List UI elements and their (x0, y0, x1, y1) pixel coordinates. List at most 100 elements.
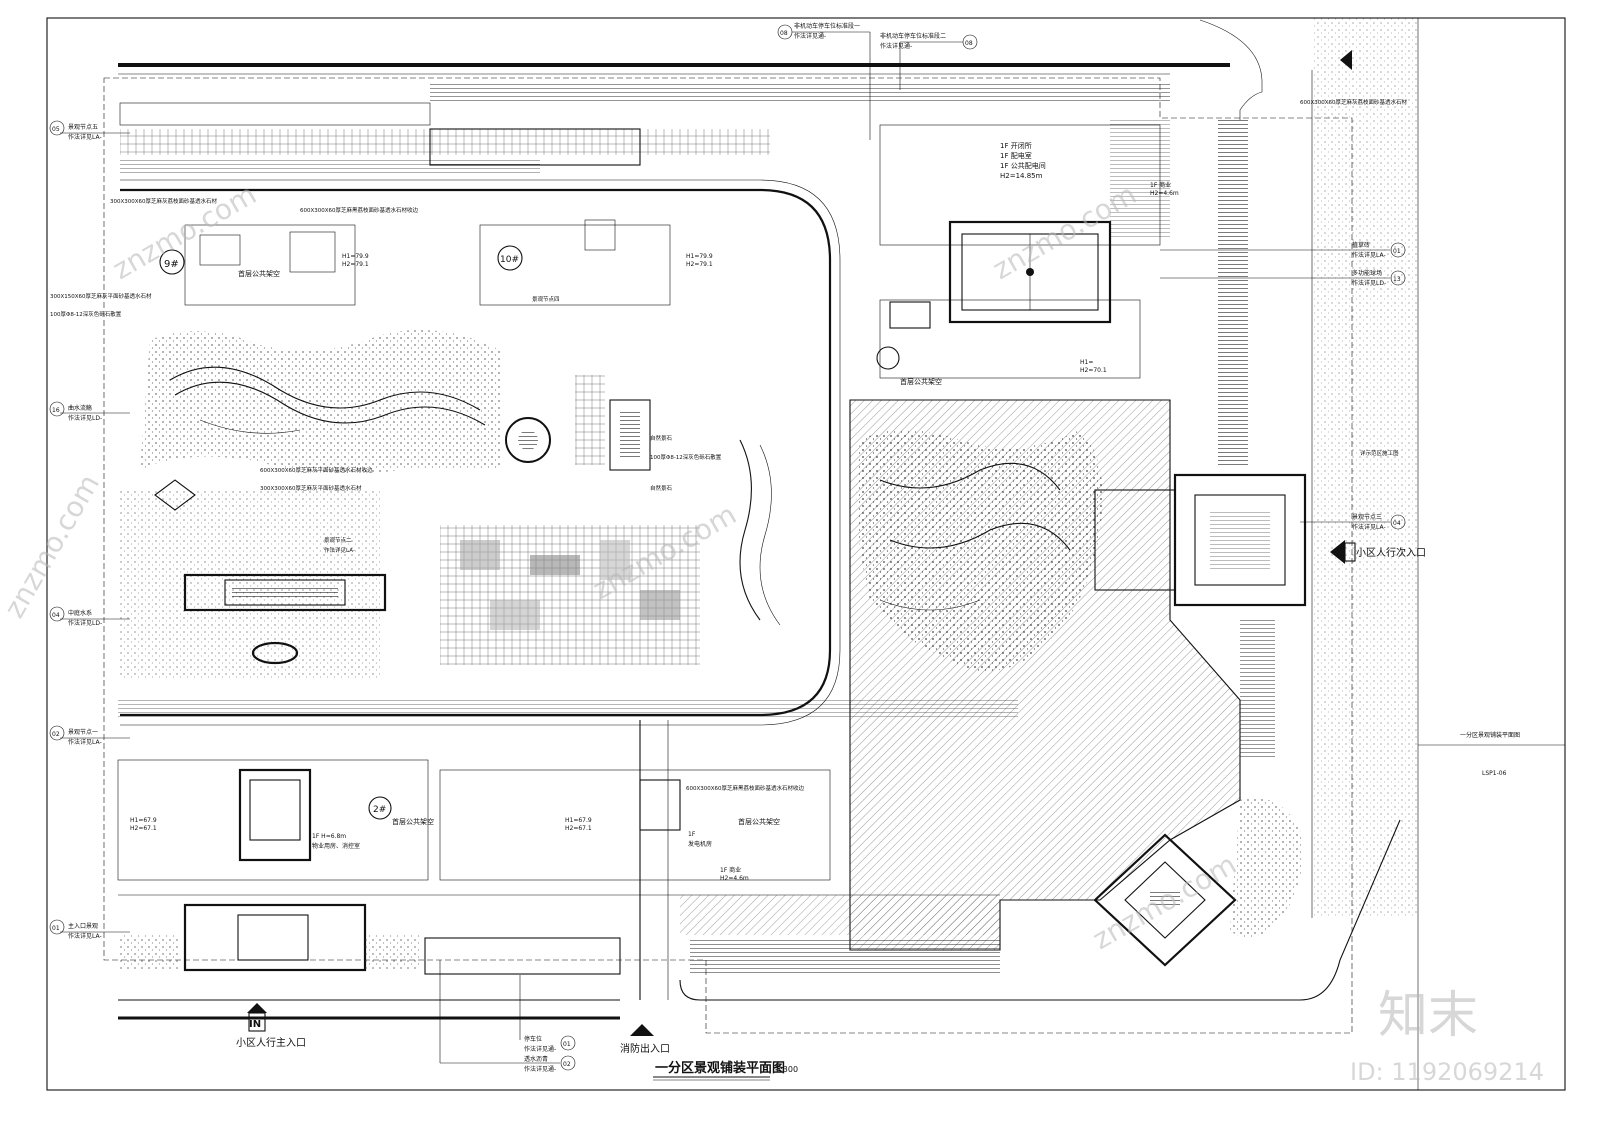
left-label-7: 景观节点一 (68, 728, 98, 736)
left-label-3: 曲水流觞 (68, 404, 92, 412)
club-l1: 1F 开闭所 (1000, 141, 1032, 150)
material-note-6: 100厚Φ8-12深灰色砾石散置 (650, 453, 722, 461)
right-label-2: 作法详见LA- (1352, 251, 1386, 259)
main-entry-label: 小区人行主入口 (236, 1036, 306, 1049)
building-2 (117, 759, 429, 881)
sheet-border (46, 17, 1566, 1091)
left-label-9: 主入口景观 (68, 922, 98, 930)
club-l4: H2=14.85m (1000, 172, 1043, 180)
top-label-4: 作法详见通- (880, 42, 912, 50)
building-2-room: 1F H=6.8m (312, 833, 346, 840)
top-code-1: 08 (780, 30, 788, 37)
fire-entry-arrow (630, 1024, 654, 1036)
left-label-10: 作法详见LA- (68, 932, 102, 940)
south-road-band (118, 700, 1018, 718)
material-note-5: 100厚Φ8-12深灰色砾石散置 (50, 310, 122, 318)
secondary-entry-mark (1344, 542, 1356, 562)
east-road (1312, 18, 1418, 918)
building-10-h2: H2=79.1 (686, 261, 713, 268)
top-label-1: 非机动车停车位标准段一 (794, 22, 860, 30)
material-note-10: 自然景石 (650, 484, 673, 492)
right-label-1: 植草砖 (1352, 241, 1370, 249)
building-9-h1: H1=79.9 (342, 253, 369, 260)
watermark-logo: 知末 (1378, 986, 1478, 1044)
secondary-entry-arrow (1330, 540, 1345, 564)
north-parking (119, 82, 1170, 240)
bottom-label-2: 作法详见通- (524, 1045, 556, 1053)
building-9-no: 9# (164, 259, 179, 270)
building-2-h1: H1=67.9 (130, 817, 157, 824)
material-note-7: 600X300X60厚芝麻灰平面砂基透水石材收边 (260, 466, 373, 474)
pixel-lawn (440, 525, 700, 665)
material-note-9: 自然景石 (650, 434, 673, 442)
callout-code-5: 01 (52, 925, 60, 932)
bottom-label-1: 停车位 (524, 1035, 542, 1043)
right-label-4: 作法详见LD- (1352, 279, 1386, 287)
club-block (879, 124, 1161, 246)
building-2-no: 2# (373, 805, 386, 815)
material-note-1: 600X300X60厚芝麻灰荔枝面砂基透水石材 (1300, 98, 1408, 106)
bottom-code-2: 02 (563, 1061, 571, 1068)
material-note-12: 详示范区施工图 (1360, 449, 1399, 457)
building-3-room: 1F (688, 831, 696, 838)
drawing-scale: 1:300 (775, 1065, 798, 1074)
north-arrow (1340, 50, 1352, 70)
material-note-14: 景观节点二 (324, 536, 352, 544)
east-parking-strip (1218, 120, 1275, 760)
round-plaza (505, 417, 551, 463)
building-2-h2: H2=67.1 (130, 825, 157, 832)
building-10-h1: H1=79.9 (686, 253, 713, 260)
main-entry-arrow (247, 1003, 267, 1032)
side-title: 一分区景观铺装平面图 (1460, 731, 1520, 739)
secondary-entry-label: 小区人行次入口 (1356, 546, 1426, 559)
right-code-1: 01 (1393, 248, 1401, 255)
material-note-4: 300X150X60厚芝麻灰平面砂基透水石材 (50, 292, 152, 300)
shop-ne-l2: H2=4.6m (1150, 190, 1179, 197)
material-note-3: 600X300X60厚芝麻黑荔枝面砂基透水石材收边 (300, 206, 419, 214)
top-label-2: 作法详见通- (794, 32, 826, 40)
material-note-15: 作法详见LA- (324, 546, 355, 554)
material-note-11: 600X300X60厚芝麻黑荔枝面砂基透水石材收边 (686, 784, 805, 792)
building-3-h2: H2=67.1 (565, 825, 592, 832)
left-label-8: 作法详见LA- (68, 738, 102, 746)
meander-garden (140, 330, 500, 474)
club-l2: 1F 配电室 (1000, 151, 1032, 160)
bottom-code-1: 01 (563, 1041, 571, 1048)
callout-code-1: 05 (52, 126, 60, 133)
water-feature (575, 375, 651, 471)
fire-entry-label: 消防出入口 (620, 1042, 670, 1055)
right-label-5: 景观节点三 (1352, 513, 1382, 521)
right-label-3: 多功能球场 (1352, 269, 1382, 277)
main-entry-gate (120, 903, 420, 972)
material-note-2: 300X300X60厚芝麻灰荔枝面砂基透水石材 (110, 197, 218, 205)
building-11-h1: H1= (1080, 359, 1093, 366)
central-hatched-plaza (850, 400, 1240, 950)
south-parking-stalls (424, 895, 1000, 975)
left-label-5: 中庭水系 (68, 609, 92, 617)
building-3-use: 发电机房 (688, 840, 712, 848)
right-label-6: 作法详见LA- (1352, 523, 1386, 531)
sheet-number: LSP1-06 (1482, 770, 1507, 777)
bottom-label-3: 透水沥青 (524, 1055, 548, 1063)
ring-road-inner (120, 179, 841, 726)
east-entry-plaza (1094, 473, 1307, 607)
top-callouts (777, 24, 978, 140)
se-garden (1230, 798, 1303, 938)
building-10 (479, 219, 671, 306)
callout-code-4: 02 (52, 731, 60, 738)
building-3-h1: H1=67.9 (565, 817, 592, 824)
building-10-no: 10# (500, 255, 519, 265)
building-11-h2: H2=70.1 (1080, 367, 1107, 374)
material-note-8: 300X300X60厚芝麻灰平面砂基透水石材 (260, 484, 362, 492)
right-code-2: 13 (1393, 276, 1401, 283)
building-2-note: 首层公共架空 (392, 817, 434, 826)
left-label-2: 作法详见LA- (68, 133, 102, 141)
building-11-note: 首层公共架空 (900, 377, 942, 386)
left-label-4: 作法详见LD- (68, 414, 102, 422)
west-pavilion (120, 479, 387, 680)
callout-code-2: 16 (52, 407, 60, 414)
callout-code-3: 04 (52, 612, 60, 619)
sports-court (948, 220, 1112, 324)
drawing-title: 一分区景观铺装平面图 (655, 1060, 785, 1076)
bottom-label-4: 作法详见通- (524, 1065, 556, 1073)
